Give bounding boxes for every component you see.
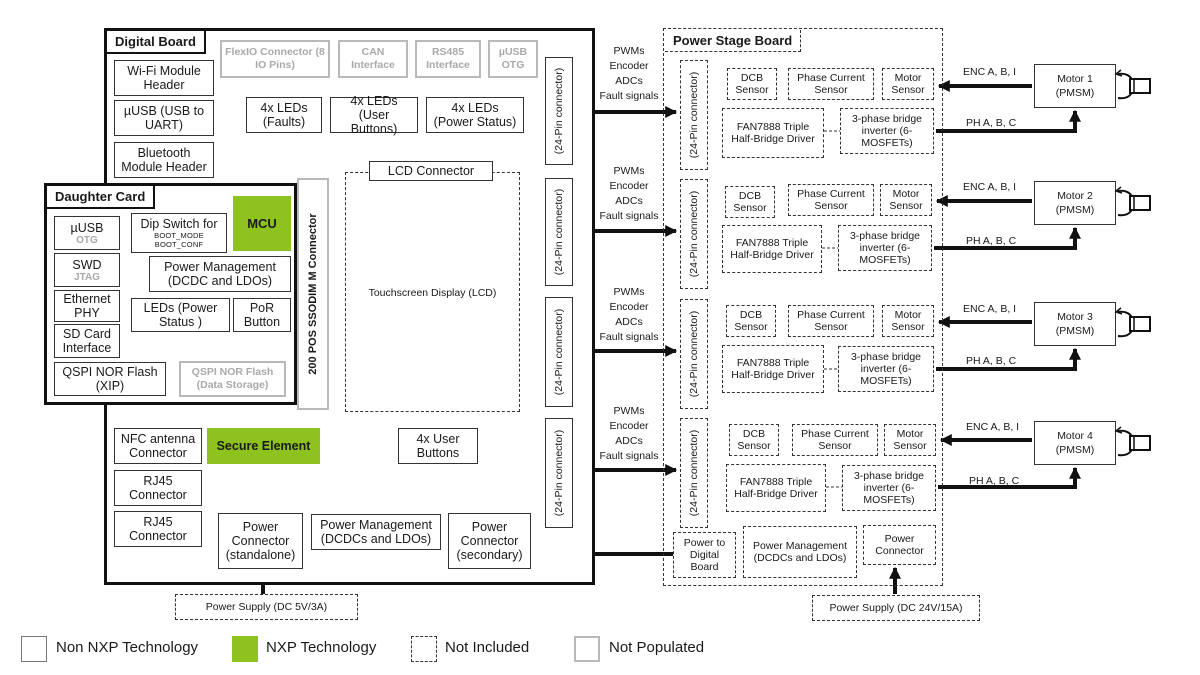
leds-power-status: 4x LEDs (Power Status) bbox=[426, 97, 524, 133]
nfc-antenna-connector: NFC antenna Connector bbox=[114, 428, 202, 464]
enc-label-1: ENC A, B, I bbox=[963, 66, 1017, 78]
mcu: MCU bbox=[233, 196, 291, 251]
enc-label-2: ENC A, B, I bbox=[963, 181, 1017, 193]
power-pin-connector-1: (24-Pin connector) bbox=[680, 60, 708, 170]
daughter-leds-power-status: LEDs (Power Status ) bbox=[131, 298, 230, 332]
rj45-connector-2: RJ45 Connector bbox=[114, 511, 202, 547]
bridge-inverter-4: 3-phase bridge inverter (6-MOSFETs) bbox=[842, 465, 936, 511]
power-pin-connector-2: (24-Pin connector) bbox=[680, 179, 708, 289]
digital-pin-connector-4: (24-Pin connector) bbox=[545, 418, 573, 528]
ph-label-3: PH A, B, C bbox=[966, 355, 1017, 367]
touchscreen-label: Touchscreen Display (LCD) bbox=[368, 287, 497, 299]
dip-switch-boot: Dip Switch for BOOT_MODE BOOT_CONF bbox=[131, 213, 227, 253]
ph-label-1: PH A, B, C bbox=[966, 117, 1017, 129]
power-stage-power-management: Power Management (DCDCs and LDOs) bbox=[743, 526, 857, 578]
dcb-sensor-1: DCB Sensor bbox=[727, 68, 777, 100]
daughter-card-title: Daughter Card bbox=[47, 186, 156, 209]
triple-half-bridge-driver-4: FAN7888 Triple Half-Bridge Driver bbox=[726, 464, 826, 512]
user-buttons: 4x User Buttons bbox=[398, 428, 478, 464]
digital-pin-connector-3: (24-Pin connector) bbox=[545, 297, 573, 407]
usb-to-uart: µUSB (USB to UART) bbox=[114, 100, 214, 136]
motor-sensor-3: Motor Sensor bbox=[882, 305, 934, 337]
flexio-connector: FlexIO Connector (8 IO Pins) bbox=[220, 40, 330, 78]
power-to-digital-board: Power to Digital Board bbox=[673, 532, 736, 578]
motor-sensor-1: Motor Sensor bbox=[882, 68, 934, 100]
motor-sensor-2: Motor Sensor bbox=[880, 184, 932, 216]
power-stage-board bbox=[663, 28, 943, 586]
dcb-sensor-4: DCB Sensor bbox=[729, 424, 779, 456]
motor-shaft-icon bbox=[1114, 426, 1151, 457]
legend-label-nxp: NXP Technology bbox=[266, 639, 377, 656]
triple-half-bridge-driver-3: FAN7888 Triple Half-Bridge Driver bbox=[722, 345, 824, 393]
digital-board-title: Digital Board bbox=[107, 31, 206, 54]
power-stage-board-title: Power Stage Board bbox=[665, 30, 802, 52]
dcb-sensor-3: DCB Sensor bbox=[726, 305, 776, 337]
sodimm-connector: 200 POS SSODIM M Connector bbox=[297, 178, 329, 410]
legend-swatch-nxp bbox=[232, 636, 258, 662]
ethernet-phy: Ethernet PHY bbox=[54, 290, 120, 322]
power-stage-power-connector: Power Connector bbox=[863, 525, 936, 565]
legend-swatch-non-nxp bbox=[21, 636, 47, 662]
motor-shaft-icon bbox=[1114, 186, 1151, 217]
legend-label-not-populated: Not Populated bbox=[609, 639, 705, 656]
legend-swatch-not-populated bbox=[574, 636, 600, 662]
phase-current-sensor-3: Phase Current Sensor bbox=[788, 305, 874, 337]
can-interface: CAN Interface bbox=[338, 40, 408, 78]
legend-label-non-nxp: Non NXP Technology bbox=[56, 639, 199, 656]
power-pin-connector-3: (24-Pin connector) bbox=[680, 299, 708, 409]
legend-label-not-included: Not Included bbox=[445, 639, 530, 656]
bridge-inverter-2: 3-phase bridge inverter (6-MOSFETs) bbox=[838, 225, 932, 271]
power-connector-standalone: Power Connector (standalone) bbox=[218, 513, 303, 569]
motor-shaft-icon bbox=[1114, 69, 1151, 100]
legend-swatch-not-included bbox=[411, 636, 437, 662]
qspi-nor-flash-data: QSPI NOR Flash (Data Storage) bbox=[179, 361, 286, 397]
bridge-inverter-1: 3-phase bridge inverter (6-MOSFETs) bbox=[840, 108, 934, 154]
ph-label-4: PH A, B, C bbox=[969, 475, 1020, 487]
triple-half-bridge-driver-2: FAN7888 Triple Half-Bridge Driver bbox=[722, 225, 822, 273]
phase-current-sensor-2: Phase Current Sensor bbox=[788, 184, 874, 216]
power-supply-24v: Power Supply (DC 24V/15A) bbox=[812, 595, 980, 621]
motor-shaft-icon bbox=[1114, 307, 1151, 338]
por-button: PoR Button bbox=[233, 298, 291, 332]
daughter-usb-otg: µUSB OTG bbox=[54, 216, 120, 250]
leds-faults: 4x LEDs (Faults) bbox=[246, 97, 322, 133]
digital-pin-connector-2: (24-Pin connector) bbox=[545, 178, 573, 286]
motor-sensor-4: Motor Sensor bbox=[884, 424, 936, 456]
wifi-module-header: Wi-Fi Module Header bbox=[114, 60, 214, 96]
power-supply-5v: Power Supply (DC 5V/3A) bbox=[175, 594, 358, 620]
leds-user-buttons: 4x LEDs (User Buttons) bbox=[330, 94, 418, 136]
motor-4: Motor 4(PMSM) bbox=[1034, 421, 1116, 465]
motor-3: Motor 3(PMSM) bbox=[1034, 302, 1116, 346]
sd-card-interface: SD Card Interface bbox=[54, 324, 120, 358]
secure-element: Secure Element bbox=[207, 428, 320, 464]
triple-half-bridge-driver-1: FAN7888 Triple Half-Bridge Driver bbox=[722, 108, 824, 158]
motor-2: Motor 2(PMSM) bbox=[1034, 181, 1116, 225]
motor-1: Motor 1(PMSM) bbox=[1034, 64, 1116, 108]
bluetooth-module-header: Bluetooth Module Header bbox=[114, 142, 214, 178]
digital-pin-connector-1: (24-Pin connector) bbox=[545, 57, 573, 165]
rj45-connector-1: RJ45 Connector bbox=[114, 470, 202, 506]
rs485-interface: RS485 Interface bbox=[415, 40, 481, 78]
power-management-dcdc: Power Management (DCDCs and LDOs) bbox=[311, 514, 441, 550]
enc-label-4: ENC A, B, I bbox=[966, 421, 1020, 433]
daughter-power-management: Power Management (DCDC and LDOs) bbox=[149, 256, 291, 292]
power-pin-connector-4: (24-Pin connector) bbox=[680, 418, 708, 528]
dcb-sensor-2: DCB Sensor bbox=[725, 186, 775, 218]
lcd-connector: LCD Connector bbox=[369, 161, 493, 181]
daughter-swd-jtag: SWD JTAG bbox=[54, 253, 120, 287]
power-connector-secondary: Power Connector (secondary) bbox=[448, 513, 531, 569]
ph-label-2: PH A, B, C bbox=[966, 235, 1017, 247]
bridge-inverter-3: 3-phase bridge inverter (6-MOSFETs) bbox=[838, 346, 934, 392]
usb-otg-connector: µUSB OTG bbox=[488, 40, 538, 78]
phase-current-sensor-4: Phase Current Sensor bbox=[792, 424, 878, 456]
phase-current-sensor-1: Phase Current Sensor bbox=[788, 68, 874, 100]
enc-label-3: ENC A, B, I bbox=[963, 303, 1017, 315]
qspi-nor-flash-xip: QSPI NOR Flash (XIP) bbox=[54, 362, 166, 396]
